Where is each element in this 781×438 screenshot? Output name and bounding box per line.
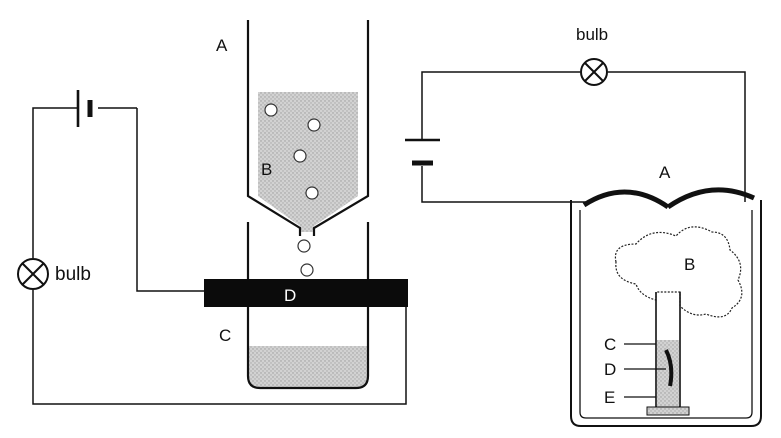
label-c: C bbox=[219, 326, 231, 345]
lower-vessel-walls bbox=[246, 222, 370, 390]
bubble bbox=[307, 118, 321, 132]
wire bbox=[32, 107, 78, 258]
label-a: A bbox=[216, 36, 228, 55]
wire bbox=[421, 166, 586, 203]
upper-vessel-walls bbox=[246, 20, 370, 236]
bubble bbox=[264, 103, 278, 117]
label-d: D bbox=[604, 360, 616, 379]
wire bbox=[421, 71, 580, 140]
jar-inner bbox=[579, 210, 753, 419]
cloud bbox=[614, 226, 743, 318]
left-apparatus: A B C D bulb bbox=[17, 20, 408, 405]
wire bbox=[608, 71, 746, 202]
lid-arc-right bbox=[666, 187, 756, 210]
label-b: B bbox=[684, 255, 695, 274]
electrode-bar bbox=[204, 279, 408, 307]
bulb-label: bulb bbox=[576, 25, 608, 44]
right-apparatus: bulb A B C D E bbox=[405, 25, 762, 427]
upper-vessel bbox=[246, 20, 370, 277]
lower-vessel-liquid bbox=[248, 346, 368, 388]
base-plate bbox=[646, 406, 690, 416]
wire bbox=[136, 108, 204, 292]
curved-strip bbox=[664, 349, 674, 387]
bulb-icon bbox=[17, 258, 49, 290]
lid-arc-left bbox=[582, 189, 670, 210]
battery bbox=[405, 138, 440, 166]
lower-vessel bbox=[246, 222, 370, 390]
label-c: C bbox=[604, 335, 616, 354]
label-a: A bbox=[659, 163, 671, 182]
bubble bbox=[293, 149, 307, 163]
jar-outer bbox=[570, 200, 762, 427]
wire bbox=[32, 290, 407, 405]
bulb-label: bulb bbox=[55, 264, 91, 285]
bubble bbox=[300, 263, 314, 277]
label-d: D bbox=[284, 286, 296, 305]
bulb-icon bbox=[580, 58, 608, 86]
label-b: B bbox=[261, 160, 272, 179]
bubble bbox=[297, 239, 311, 253]
bubble bbox=[305, 186, 319, 200]
label-e: E bbox=[604, 388, 615, 407]
battery bbox=[76, 90, 93, 127]
upper-vessel-liquid bbox=[258, 92, 358, 232]
stem-liquid bbox=[657, 340, 679, 407]
